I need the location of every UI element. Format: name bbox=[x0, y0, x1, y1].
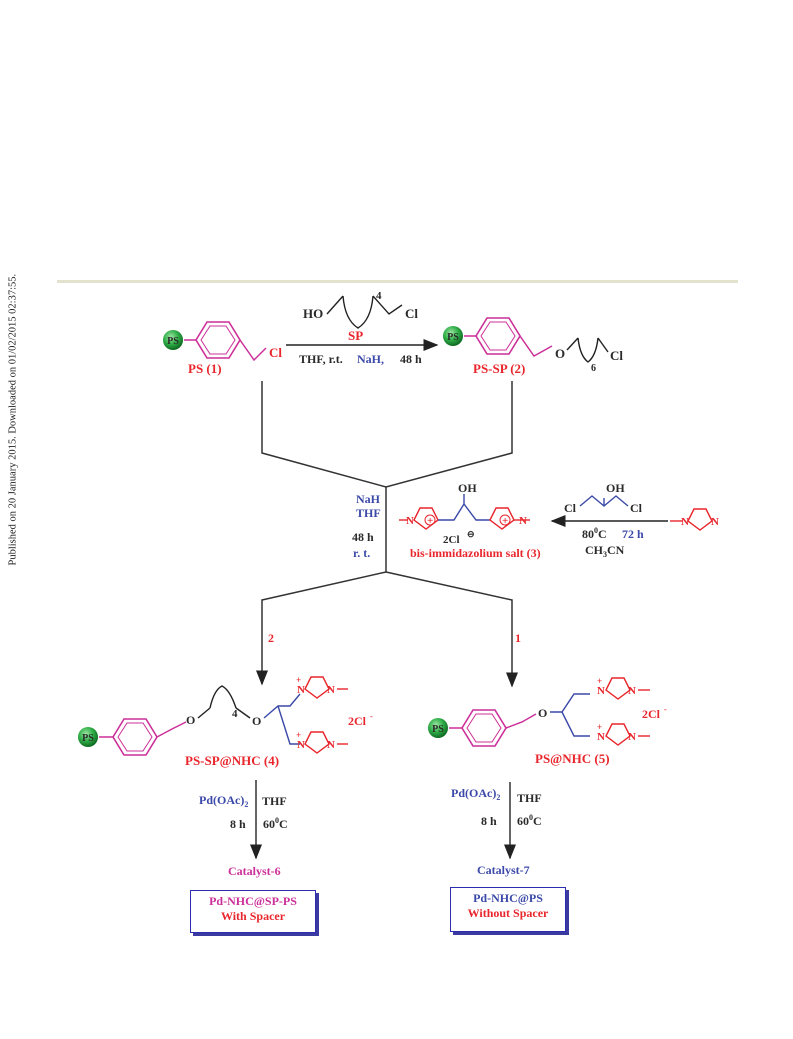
center-nah: NaH bbox=[356, 492, 381, 506]
pd-temp-right: 600C bbox=[517, 813, 542, 828]
prod5-label: PS@NHC (5) bbox=[535, 751, 610, 766]
ps-bead-icon bbox=[428, 718, 448, 738]
salt-label: bis-immidazolium salt (3) bbox=[410, 546, 541, 560]
svg-text:N: N bbox=[628, 685, 636, 697]
cond-time: 48 h bbox=[400, 352, 422, 366]
svg-text:N: N bbox=[327, 739, 335, 751]
center-rt: r. t. bbox=[353, 546, 370, 560]
reagent-ho: HO bbox=[303, 306, 323, 321]
svg-text:PS: PS bbox=[82, 733, 94, 744]
pssp-o: O bbox=[555, 346, 565, 361]
svg-text:Cl: Cl bbox=[564, 501, 577, 515]
svg-text:4: 4 bbox=[232, 708, 238, 720]
dichloro-temp: 800C bbox=[582, 526, 607, 541]
ps-bead-icon bbox=[78, 727, 98, 747]
svg-text:N: N bbox=[597, 731, 605, 743]
ps-bead-icon bbox=[443, 326, 463, 346]
methylimidazole: N N bbox=[670, 508, 719, 531]
svg-text:O: O bbox=[186, 713, 195, 727]
svg-text:N: N bbox=[519, 515, 527, 527]
header-rule bbox=[57, 280, 738, 283]
svg-text:Cl: Cl bbox=[630, 501, 643, 515]
svg-text:O: O bbox=[538, 706, 547, 720]
catalyst6-box-line1: Pd-NHC@SP-PS bbox=[209, 894, 297, 908]
prod5-counter: 2Cl bbox=[642, 707, 661, 721]
svg-text:+: + bbox=[597, 676, 602, 686]
prod4-counter: 2Cl bbox=[348, 714, 367, 728]
catalyst7-box-line1: Pd-NHC@PS bbox=[473, 891, 543, 905]
pd-solvent-left: THF bbox=[262, 794, 287, 808]
ps1-cl: Cl bbox=[269, 345, 282, 360]
catalyst6-box: Pd-NHC@SP-PS With Spacer bbox=[190, 890, 316, 933]
svg-text:N: N bbox=[711, 516, 719, 528]
step1-reagent: HO Cl 4 SP bbox=[303, 290, 418, 343]
pssp-n: 6 bbox=[591, 363, 596, 374]
catalyst7-label: Catalyst-7 bbox=[477, 863, 530, 877]
route-left-number: 2 bbox=[268, 631, 274, 645]
svg-text:N: N bbox=[297, 739, 305, 751]
dichloro-solvent: CH3CN bbox=[585, 543, 625, 559]
pd-time-right: 8 h bbox=[481, 814, 497, 828]
svg-text:⊖: ⊖ bbox=[467, 529, 475, 539]
svg-text:N: N bbox=[628, 731, 636, 743]
svg-text:N: N bbox=[681, 516, 689, 528]
svg-text:+: + bbox=[502, 515, 508, 527]
center-thf: THF bbox=[356, 506, 381, 520]
svg-text:+: + bbox=[296, 730, 301, 740]
svg-text:N: N bbox=[297, 684, 305, 696]
svg-text:PS: PS bbox=[432, 724, 444, 735]
pd-temp-left: 600C bbox=[263, 816, 288, 831]
ps-bead-text: PS bbox=[167, 336, 179, 347]
svg-text:N: N bbox=[406, 515, 414, 527]
svg-text:N: N bbox=[327, 684, 335, 696]
reagent-cl: Cl bbox=[405, 306, 418, 321]
cond-thf: THF, r.t. bbox=[299, 352, 343, 366]
center-time: 48 h bbox=[352, 530, 374, 544]
svg-text:+: + bbox=[597, 722, 602, 732]
svg-text:OH: OH bbox=[606, 481, 625, 495]
ps1-molecule: PS Cl PS (1) bbox=[163, 321, 282, 376]
svg-text:+: + bbox=[296, 675, 301, 685]
reagent-sp: SP bbox=[348, 328, 363, 343]
route-right-number: 1 bbox=[515, 631, 521, 645]
svg-text:-: - bbox=[370, 712, 373, 721]
product-5: PS O N + N N + N 2Cl - PS@NHC (5) bbox=[428, 676, 667, 766]
salt-oh: OH bbox=[458, 481, 477, 495]
pssp-molecule: PS O 6 Cl PS-SP (2) bbox=[443, 317, 623, 376]
svg-text:+: + bbox=[427, 515, 433, 527]
pssp-label: PS-SP (2) bbox=[473, 361, 525, 376]
catalyst7-box-line2: Without Spacer bbox=[467, 906, 549, 920]
pd-solvent-right: THF bbox=[517, 791, 542, 805]
svg-text:N: N bbox=[597, 685, 605, 697]
svg-text:O: O bbox=[252, 714, 261, 728]
cond-nah: NaH, bbox=[357, 352, 384, 366]
svg-text:-: - bbox=[664, 705, 667, 714]
pd-time-left: 8 h bbox=[230, 817, 246, 831]
route-right-arrow bbox=[385, 571, 518, 688]
dichloropropanol: Cl OH Cl bbox=[564, 481, 643, 515]
ps1-label: PS (1) bbox=[188, 361, 222, 376]
converge-lines bbox=[261, 381, 513, 488]
reagent-n: 4 bbox=[376, 290, 382, 302]
catalyst7-box: Pd-NHC@PS Without Spacer bbox=[450, 887, 566, 932]
product-4: PS O 4 O N + N N + N 2Cl - PS-SP@NHC (4) bbox=[78, 675, 373, 768]
pd-reagent-right: Pd(OAc)2 bbox=[451, 786, 500, 802]
catalyst6-box-line2: With Spacer bbox=[220, 909, 286, 923]
bis-imidazolium-salt: N + OH + N 2Cl ⊖ bis-immidazolium salt (… bbox=[399, 481, 541, 560]
benzene-ring bbox=[195, 321, 241, 359]
benzene-ring bbox=[475, 317, 521, 355]
pssp-cl: Cl bbox=[610, 348, 623, 363]
ps-bead-icon bbox=[163, 330, 183, 350]
svg-text:PS: PS bbox=[447, 332, 459, 343]
salt-counter: 2Cl bbox=[443, 534, 460, 546]
dichloro-time: 72 h bbox=[622, 527, 644, 541]
catalyst6-label: Catalyst-6 bbox=[228, 864, 281, 878]
pd-reagent-left: Pd(OAc)2 bbox=[199, 793, 248, 809]
route-left-arrow bbox=[256, 571, 387, 686]
prod4-label: PS-SP@NHC (4) bbox=[185, 753, 279, 768]
